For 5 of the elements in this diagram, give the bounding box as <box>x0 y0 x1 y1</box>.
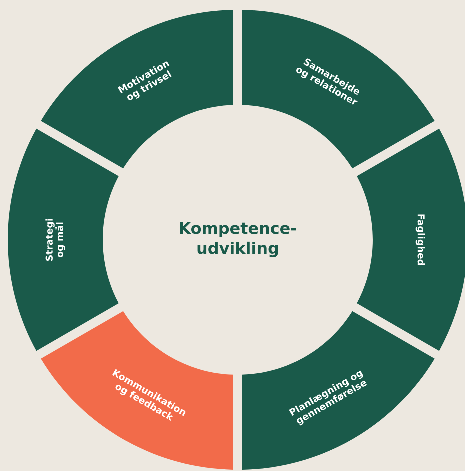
ring-segment: Strategi og mål <box>8 128 119 352</box>
center-title: Kompetence- udvikling <box>180 222 296 258</box>
ring-segment: Faglighed <box>357 128 465 352</box>
node-label: Strategi og mål <box>46 219 66 261</box>
node-label: Faglighed <box>416 214 426 266</box>
